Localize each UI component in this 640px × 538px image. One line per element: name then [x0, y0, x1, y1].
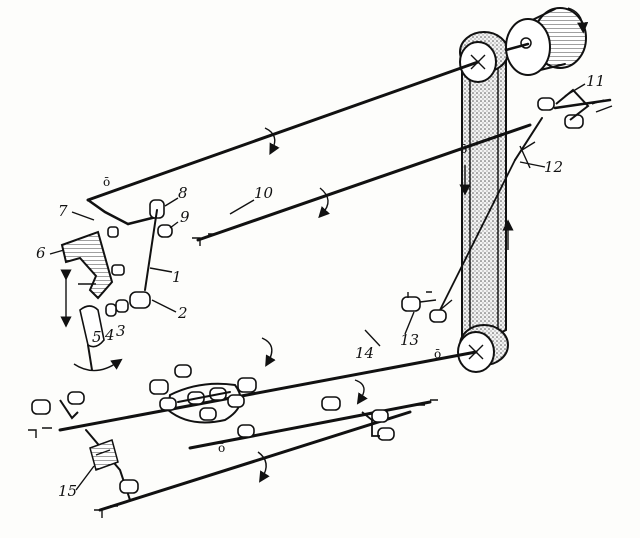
svg-text:ō: ō	[434, 347, 441, 361]
part-9	[157, 224, 173, 238]
shaft-14-rotation	[261, 337, 276, 367]
belt-drive	[457, 31, 514, 373]
spindle-rotation	[73, 358, 123, 372]
part-8	[149, 199, 165, 219]
gear-cluster	[149, 364, 257, 424]
label-12: 12	[544, 158, 563, 176]
part-2	[129, 291, 151, 309]
spindle	[79, 305, 105, 348]
label-13: 13	[400, 331, 419, 349]
left-bearing	[31, 399, 51, 415]
label-7: 7	[58, 202, 68, 220]
label-6: 6	[36, 244, 46, 262]
lower-bearing	[321, 396, 341, 411]
tool-head	[60, 199, 173, 372]
upper-shaft-rotation	[264, 127, 280, 155]
drive-drum	[504, 7, 589, 76]
shaft-10	[196, 123, 532, 242]
label-11: 11	[586, 72, 605, 90]
label-1: 1	[172, 268, 182, 286]
label-2: 2	[177, 304, 188, 322]
part-11-assembly	[439, 88, 613, 311]
label-10: 10	[254, 184, 274, 202]
shaft-10-rotation	[318, 187, 330, 219]
label-9: 9	[180, 208, 190, 226]
part-13-bearing	[401, 291, 453, 323]
svg-text:ō: ō	[460, 142, 467, 156]
lower-shaft	[188, 400, 432, 450]
label-14: 14	[355, 344, 374, 362]
label-15: 15	[58, 482, 77, 500]
upper-shaft	[86, 60, 480, 202]
drum-rotation-arrow	[567, 7, 589, 34]
belt	[461, 40, 507, 354]
svg-text:ō: ō	[103, 175, 110, 189]
svg-text:ō: ō	[218, 441, 225, 455]
label-8: 8	[178, 184, 188, 202]
label-3: 3	[116, 322, 126, 340]
part-15-mechanism	[85, 429, 139, 501]
label-5: 5	[92, 328, 102, 346]
shaft-14	[58, 350, 478, 432]
label-4: 4	[104, 326, 115, 344]
bottom-shaft	[98, 410, 412, 512]
